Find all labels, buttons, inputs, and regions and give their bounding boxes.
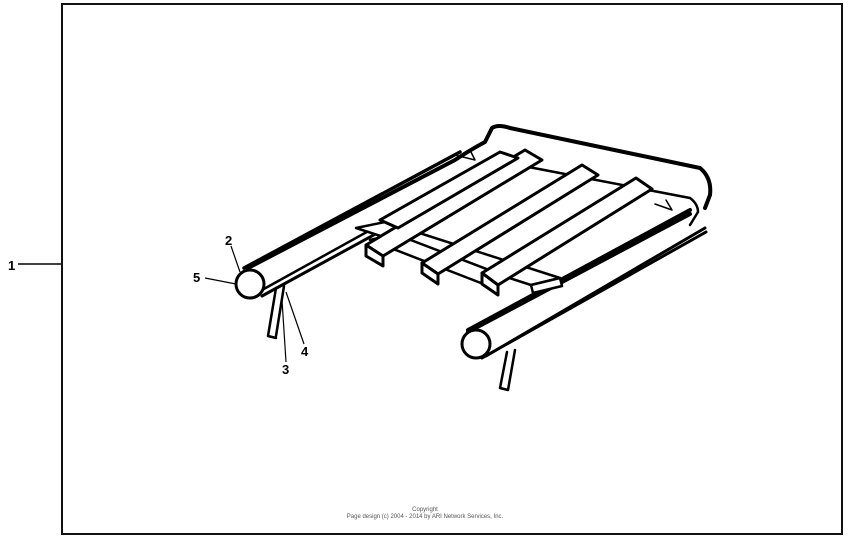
callout-2: 2 (225, 233, 232, 248)
callout-5: 5 (193, 270, 200, 285)
callout-5-leader (204, 277, 237, 285)
right-tube-end-cap (460, 328, 492, 360)
left-tube (242, 150, 480, 298)
callout-1: 1 (8, 258, 15, 273)
right-tube (466, 208, 708, 360)
callout-2-leader (230, 245, 241, 273)
callout-3-leader (281, 299, 287, 363)
left-tube-end-cap (234, 268, 266, 300)
copyright-line-2: Page design (c) 2004 - 2014 by ARI Netwo… (346, 514, 504, 520)
callout-3: 3 (282, 362, 289, 377)
callout-leaders (204, 245, 305, 363)
callout-4-leader (285, 291, 305, 345)
diagram-frame (61, 3, 843, 535)
callout-4: 4 (301, 344, 309, 359)
longitudinal-slats (364, 148, 654, 297)
copyright-line-1: Copyright (412, 507, 438, 513)
legs (266, 284, 517, 392)
